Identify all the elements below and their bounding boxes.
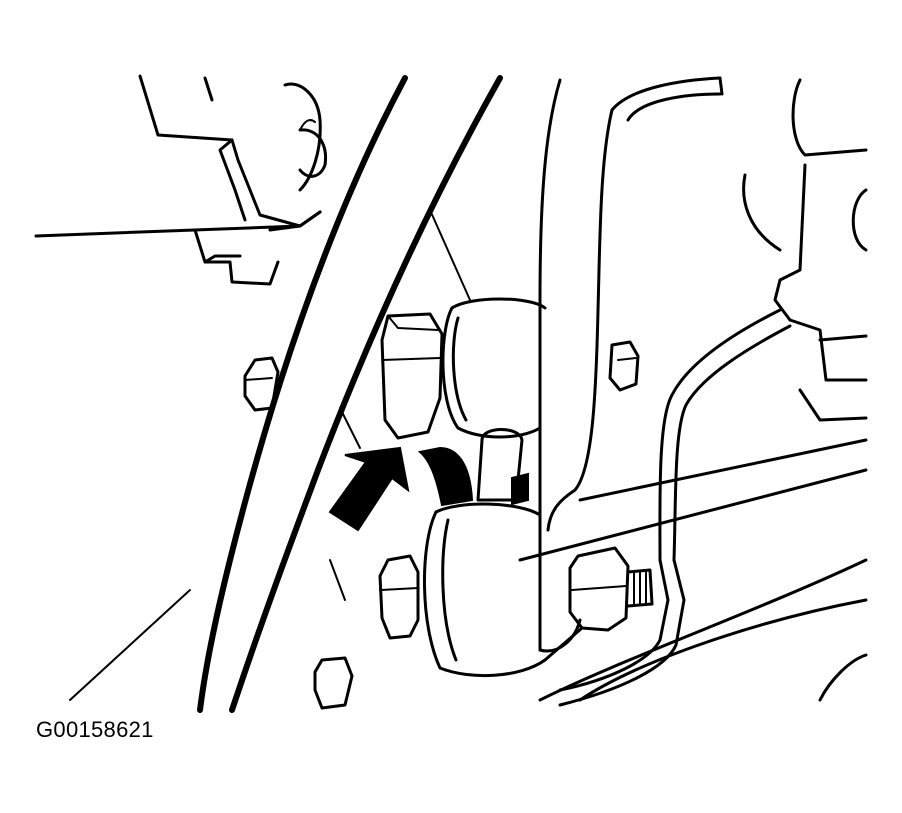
upper-housing bbox=[34, 74, 328, 286]
frame-rail bbox=[197, 75, 503, 713]
pointer-arrow bbox=[328, 446, 410, 532]
right-nut bbox=[568, 340, 654, 632]
frame-bolts bbox=[243, 356, 354, 710]
background-lines bbox=[69, 209, 868, 702]
stabilizer-arm bbox=[538, 78, 614, 653]
link-shaft bbox=[417, 428, 529, 507]
upper-bushing bbox=[380, 297, 547, 440]
right-housing bbox=[742, 78, 868, 422]
brake-line bbox=[558, 76, 792, 707]
lower-bushing bbox=[378, 502, 547, 677]
figure-id-label: G00158621 bbox=[36, 717, 154, 742]
